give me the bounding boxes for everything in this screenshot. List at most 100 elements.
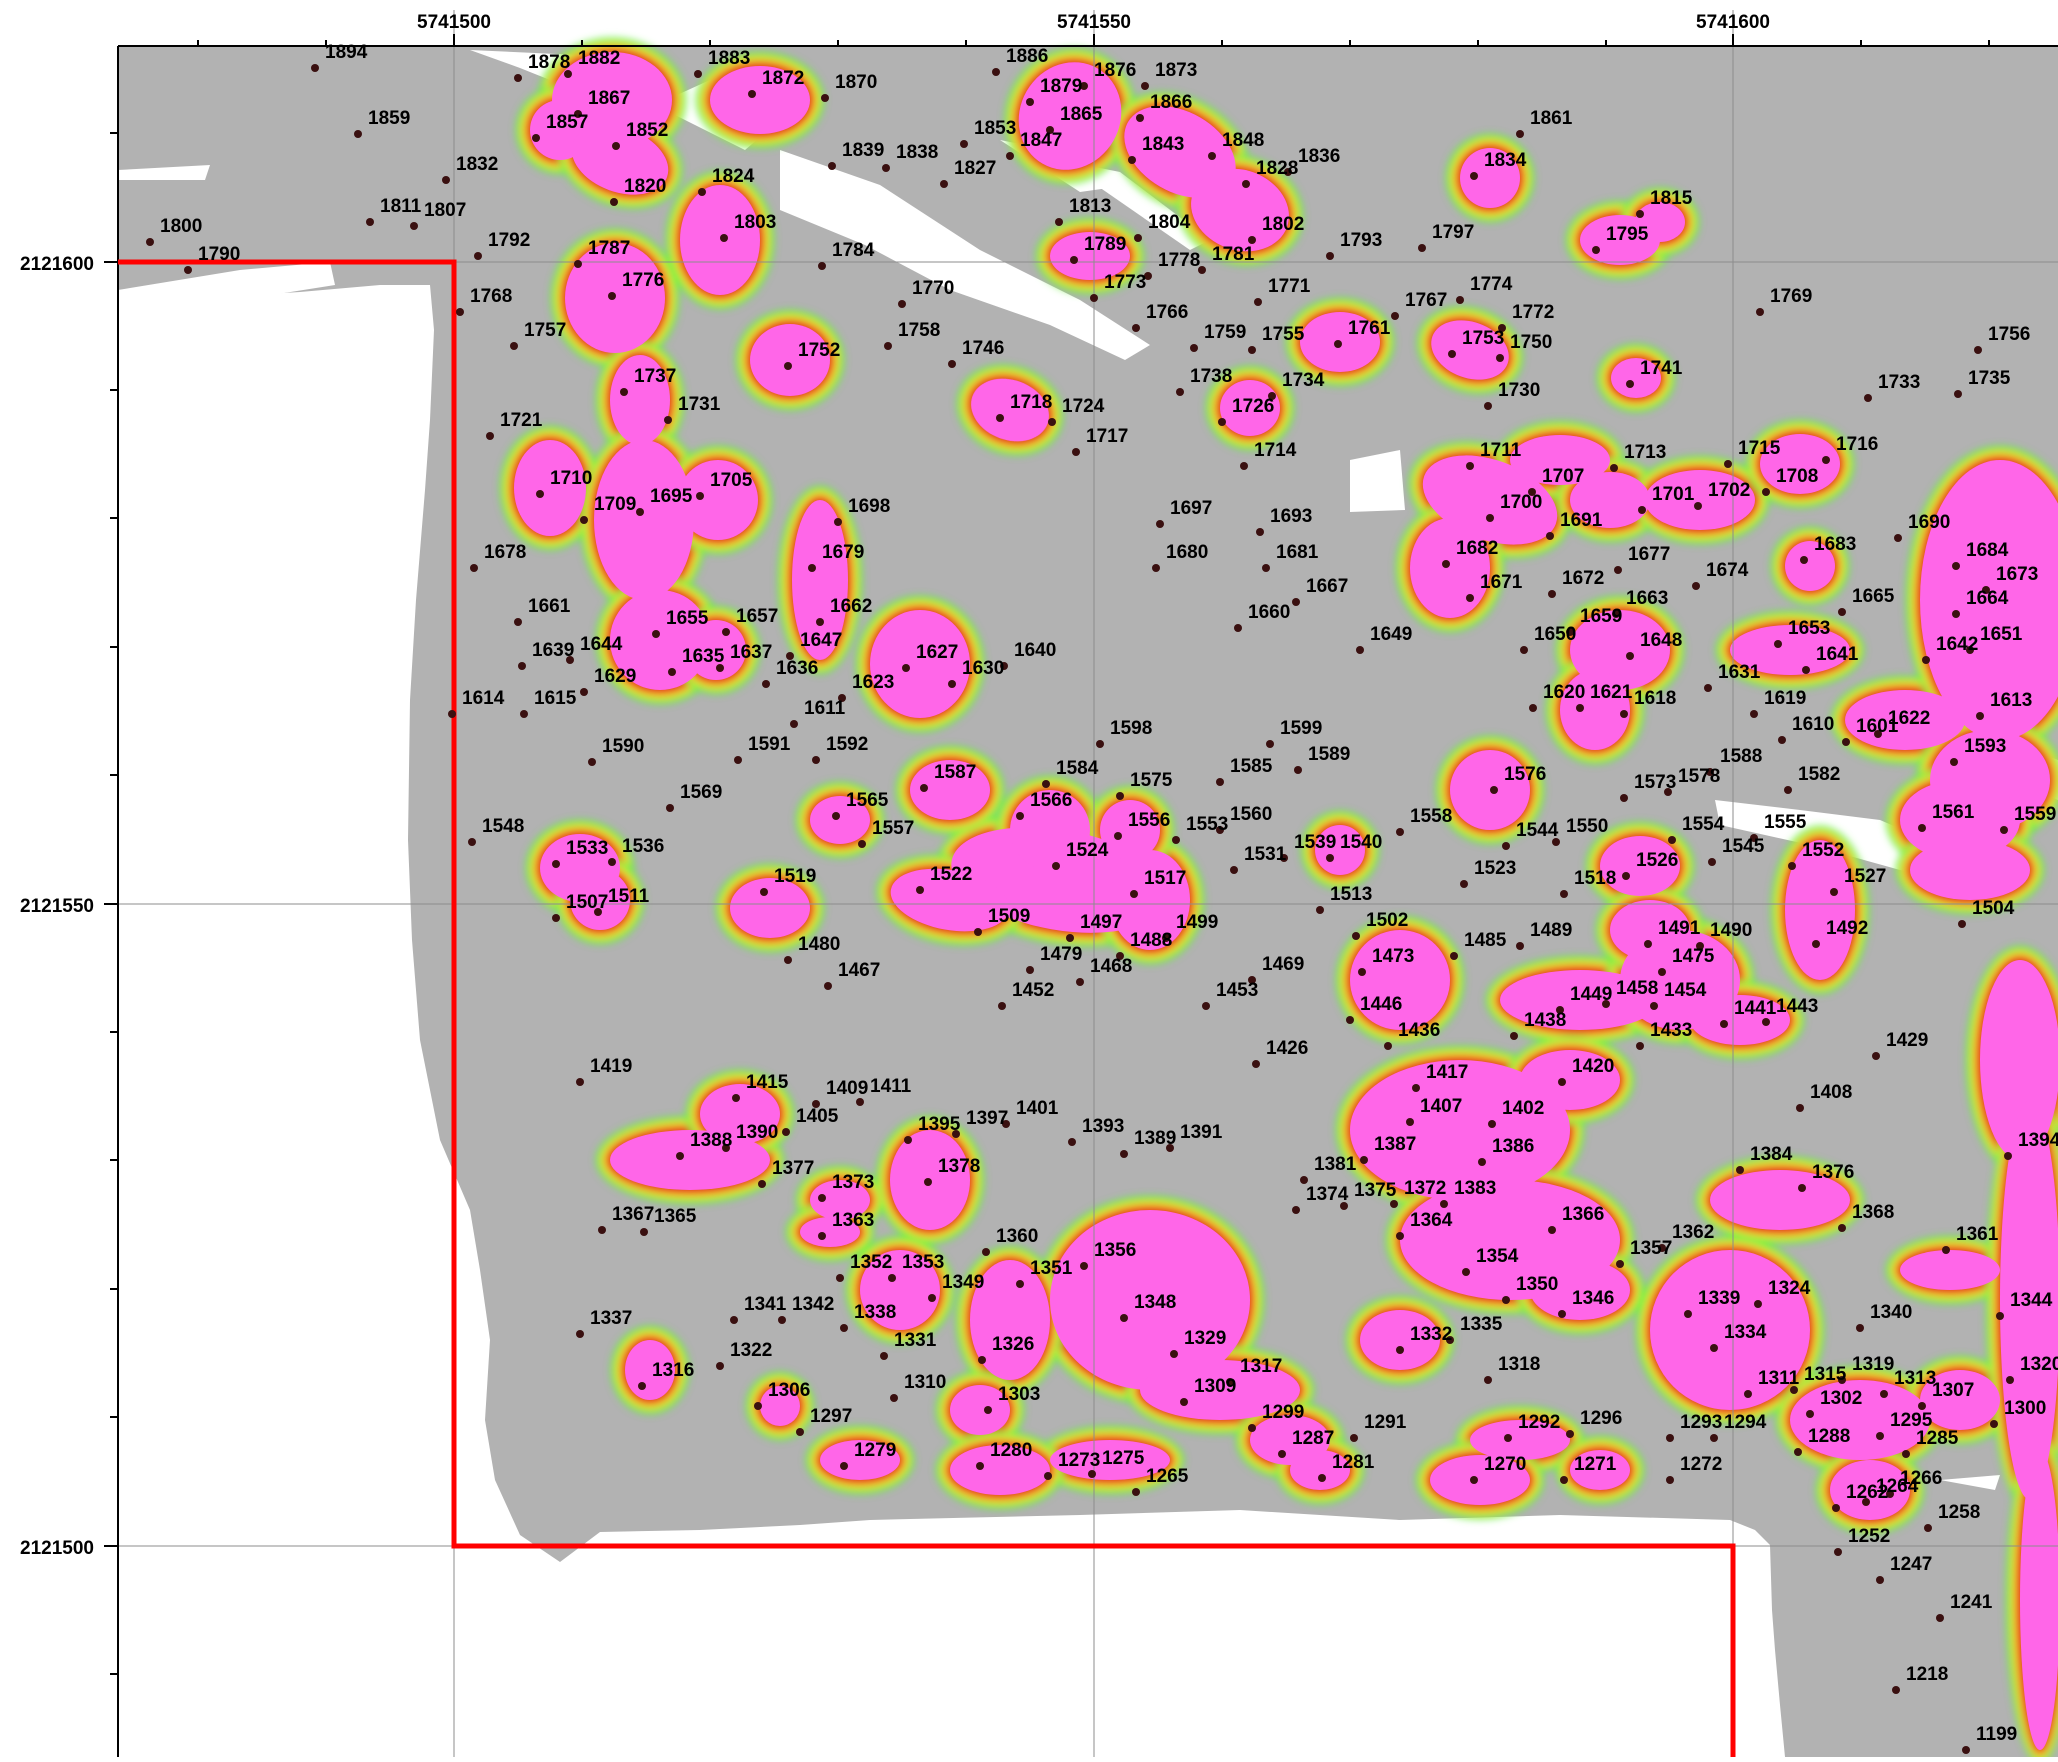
point-marker-1614	[448, 710, 456, 718]
point-marker-1405	[782, 1128, 790, 1136]
point-marker-1531	[1230, 866, 1238, 874]
point-label-1316: 1316	[652, 1360, 694, 1381]
anomaly-core-63	[1920, 1370, 2000, 1430]
point-label-1866: 1866	[1150, 92, 1192, 113]
point-marker-1752	[784, 362, 792, 370]
point-marker-1367	[598, 1226, 606, 1234]
point-marker-1300	[1990, 1420, 1998, 1428]
point-label-1673: 1673	[1996, 564, 2038, 585]
point-label-1852: 1852	[626, 120, 668, 141]
anomaly-core-4	[680, 185, 760, 295]
point-marker-1536	[608, 858, 616, 866]
anomaly-core-61	[1900, 1250, 2000, 1290]
point-marker-1672	[1548, 590, 1556, 598]
point-marker-1553	[1172, 836, 1180, 844]
anomaly-core-89	[1570, 1450, 1630, 1490]
point-label-1565: 1565	[846, 790, 889, 811]
axis-frame	[117, 45, 2058, 1757]
point-marker-1262	[1832, 1504, 1840, 1512]
point-label-1468: 1468	[1090, 956, 1132, 977]
point-label-1828: 1828	[1256, 158, 1298, 179]
point-label-1619: 1619	[1764, 688, 1806, 709]
point-label-1787: 1787	[588, 238, 630, 259]
point-marker-1778	[1144, 272, 1152, 280]
point-label-1367: 1367	[612, 1204, 654, 1225]
point-marker-1770	[898, 300, 906, 308]
point-marker-1453	[1202, 1002, 1210, 1010]
anomaly-core-50	[1350, 930, 1450, 1030]
point-label-1876: 1876	[1094, 60, 1136, 81]
point-label-1378: 1378	[938, 1156, 980, 1177]
point-marker-1302	[1806, 1410, 1814, 1418]
point-label-1662: 1662	[830, 596, 872, 617]
point-marker-1376	[1798, 1184, 1806, 1192]
point-marker-1824	[698, 188, 706, 196]
point-marker-1832	[442, 176, 450, 184]
point-label-1774: 1774	[1470, 274, 1513, 295]
point-label-1731: 1731	[678, 394, 721, 415]
point-marker-1438	[1510, 1032, 1518, 1040]
point-label-1642: 1642	[1936, 634, 1978, 655]
point-label-1882: 1882	[578, 48, 620, 69]
point-marker-1569	[666, 804, 674, 812]
point-marker-1419	[576, 1078, 584, 1086]
point-label-1539: 1539	[1294, 832, 1336, 853]
point-marker-1711	[1466, 462, 1474, 470]
point-marker-1384	[1736, 1166, 1744, 1174]
point-marker-1724	[1048, 418, 1056, 426]
point-marker-1502	[1352, 932, 1360, 940]
point-label-1839: 1839	[842, 140, 884, 161]
point-label-1285: 1285	[1916, 1428, 1959, 1449]
point-marker-1560	[1216, 826, 1224, 834]
point-label-1275: 1275	[1102, 1448, 1145, 1469]
point-marker-1377	[758, 1180, 766, 1188]
point-label-1709: 1709	[594, 494, 636, 515]
point-label-1834: 1834	[1484, 150, 1527, 171]
anomaly-core-32	[1785, 541, 1835, 591]
point-marker-1558	[1396, 828, 1404, 836]
point-marker-1713	[1610, 464, 1618, 472]
point-label-1836: 1836	[1298, 146, 1340, 167]
point-marker-1540	[1326, 854, 1334, 862]
point-marker-1886	[992, 68, 1000, 76]
point-label-1682: 1682	[1456, 538, 1498, 559]
point-marker-1559	[2000, 826, 2008, 834]
anomaly-core-69	[1140, 1360, 1300, 1420]
point-marker-1664	[1952, 610, 1960, 618]
point-label-1320: 1320	[2020, 1354, 2058, 1375]
point-marker-1556	[1114, 832, 1122, 840]
point-label-1584: 1584	[1056, 758, 1099, 779]
point-label-1695: 1695	[650, 486, 693, 507]
point-label-1386: 1386	[1492, 1136, 1534, 1157]
anomaly-core-73	[610, 1130, 770, 1190]
point-marker-1793	[1326, 252, 1334, 260]
point-marker-1297	[796, 1428, 804, 1436]
point-marker-1554	[1668, 836, 1676, 844]
point-marker-1272	[1666, 1476, 1674, 1484]
point-marker-1264	[1862, 1498, 1870, 1506]
point-label-1610: 1610	[1792, 714, 1834, 735]
point-marker-1324	[1754, 1300, 1762, 1308]
point-label-1397: 1397	[966, 1108, 1008, 1129]
point-marker-1702	[1694, 502, 1702, 510]
point-marker-1682	[1442, 560, 1450, 568]
point-marker-1517	[1130, 890, 1138, 898]
anomaly-core-40	[1900, 780, 2020, 860]
point-label-1639: 1639	[532, 640, 574, 661]
point-marker-1491	[1644, 940, 1652, 948]
point-label-1653: 1653	[1788, 618, 1830, 639]
point-marker-1651	[1966, 646, 1974, 654]
point-marker-1599	[1266, 740, 1274, 748]
point-marker-1847	[1006, 152, 1014, 160]
point-label-1573: 1573	[1634, 772, 1676, 793]
point-marker-1522	[916, 886, 924, 894]
point-marker-1859	[354, 130, 362, 138]
point-marker-1585	[1216, 778, 1224, 786]
point-label-1824: 1824	[712, 166, 755, 187]
point-label-1353: 1353	[902, 1252, 944, 1273]
point-label-1433: 1433	[1650, 1020, 1692, 1041]
point-label-1449: 1449	[1570, 984, 1612, 1005]
point-marker-1387	[1360, 1156, 1368, 1164]
point-label-1883: 1883	[708, 48, 750, 69]
point-marker-1683	[1800, 556, 1808, 564]
